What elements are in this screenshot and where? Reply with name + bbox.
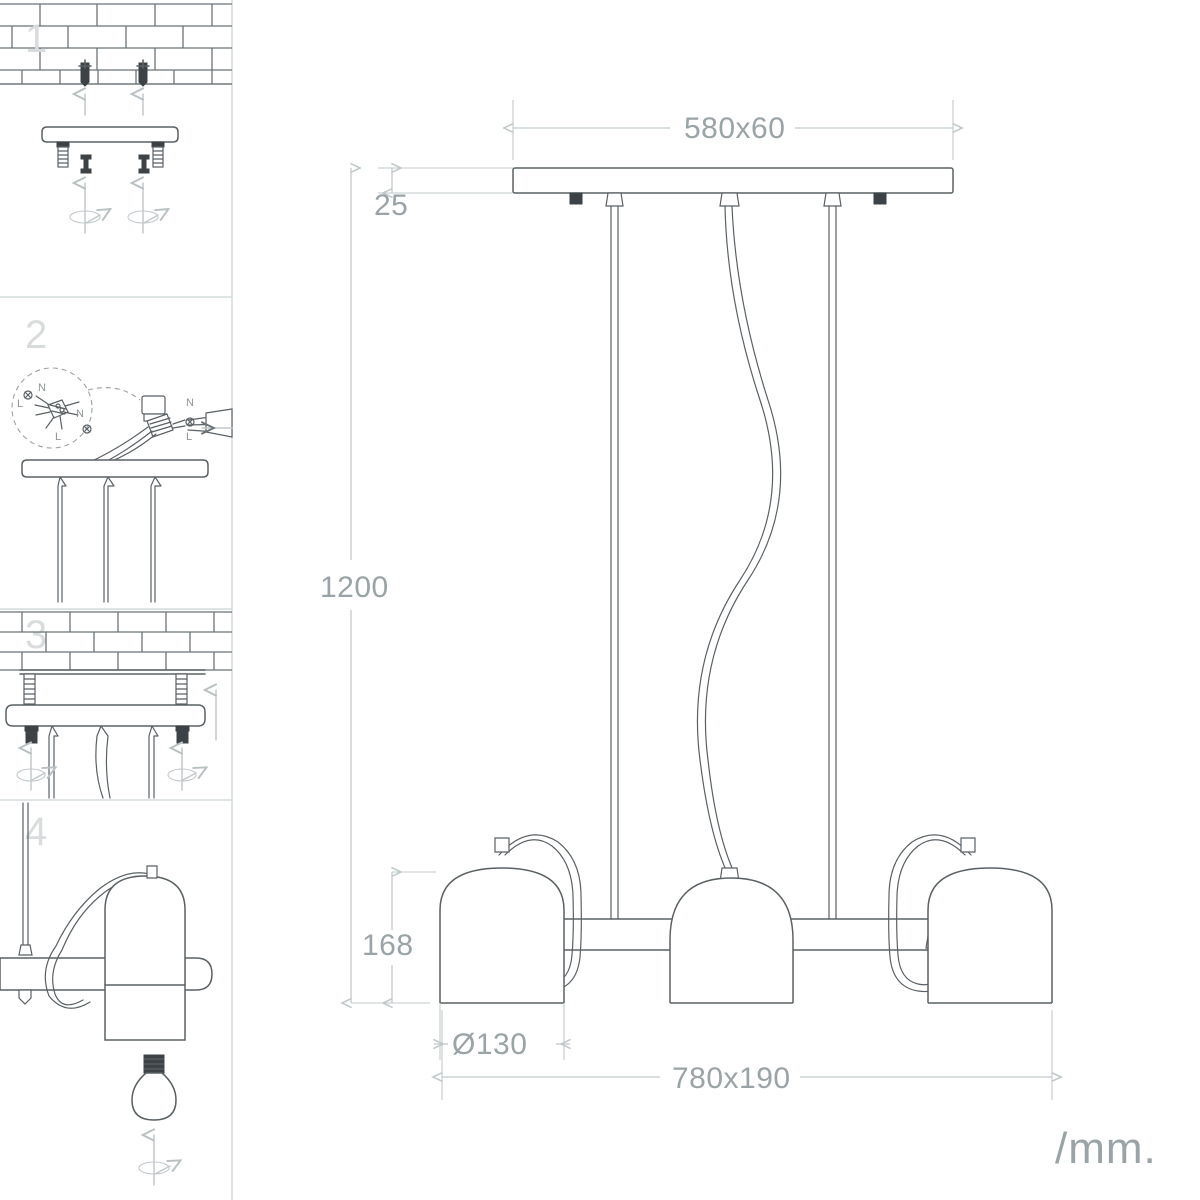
rotate-symbol-4 [138,1128,170,1186]
rotate-symbol-right [127,176,158,234]
loose-screw-right [138,154,150,174]
dim-canopy-width-label: 580x60 [684,112,785,145]
detail-leader [87,387,141,401]
suspension-group [605,192,842,921]
dim-drop-height: 1200 [320,168,430,1003]
rotate-symbol-left [69,176,100,234]
dim-shade-diameter-label: Ø130 [452,1028,527,1061]
dimension-annotations: 580x60 25 1200 168 [320,100,1157,1173]
step-4-panel: 4 [0,802,213,1186]
rod-left [610,205,619,921]
lamp-shade-4 [104,865,186,1041]
lamp-assembly-center [669,877,794,1004]
rotate-symbol-3-left [16,741,45,791]
canopy-plate-3 [5,704,206,727]
suspension-rods-2 [57,476,162,603]
suspension-rod-4 [22,802,29,946]
dim-shade-height: 168 [362,872,436,1003]
rod-cap-left [605,192,624,207]
cable-center-a [696,205,774,871]
dim-bar-size: 780x190 [442,1010,1052,1100]
screw-left [56,141,70,168]
detail-magnifier-circle [11,367,93,449]
cable-gland-left-top [494,837,510,853]
ground-symbol-supply [185,417,195,427]
shade-center-dome [669,877,794,1003]
canopy-screw-right [873,192,887,205]
mounting-bracket-1 [41,126,179,168]
canopy-plate-2 [21,459,209,478]
instruction-column: 1 2 N L N L [0,0,233,1200]
dim-bar-size-label: 780x190 [672,1062,791,1095]
main-elevation [439,167,1053,1004]
dim-drop-height-label: 1200 [320,571,389,604]
step-1-number: 1 [25,17,47,61]
rotate-symbol-3-right [167,741,196,791]
supply-neutral-label: N [186,397,194,409]
supply-cable [187,408,233,438]
detail-live-label: L [17,398,23,410]
rod-cap-right [823,192,842,207]
detail-live-label-2: L [55,431,61,443]
loose-screw-left [80,154,92,174]
terminal-block-detail [34,395,80,430]
screw-right [151,141,165,168]
cable-loop-4b [44,872,151,1009]
light-bulb [131,1054,177,1121]
dim-canopy-thickness-label: 25 [374,189,408,222]
cable-gland-4 [18,989,32,1005]
cable-cap-center [719,192,740,207]
cap-nut-left [24,725,39,744]
detail-neutral-label-2: N [76,408,84,420]
shade-right-dome [927,867,1053,1003]
dim-shade-diameter: Ø130 [434,1003,570,1061]
dim-canopy-thickness: 25 [374,168,513,222]
ground-symbol-detail-1 [23,390,33,400]
ground-symbol-detail-2 [82,424,92,434]
rod-cap-4 [18,944,33,956]
step-3-panel: 3 [0,611,232,799]
wall-plug-left [78,59,92,87]
wire-1 [87,426,149,464]
brick-wall-1 [0,3,232,85]
supply-live-label: L [186,431,192,443]
shade-left-dome [439,867,565,1003]
suspension-rods-3 [48,725,159,799]
canopy-screw-left [569,192,583,205]
rod-right [828,205,837,921]
cap-nut-right [175,725,190,744]
fixed-screw-left [23,673,36,705]
step-2-number: 2 [25,313,47,357]
step-3-number: 3 [25,613,47,657]
dim-shade-height-label: 168 [362,929,414,962]
step-4-number: 4 [25,810,47,854]
wall-plug-right [136,59,150,87]
units-label: /mm. [1055,1124,1157,1173]
step-1-panel: 1 [0,3,232,234]
mounting-bracket-3 [19,669,206,705]
wire-2 [104,430,153,463]
lamp-assembly-left [439,834,582,1004]
step-2-panel: 2 N L N L [11,313,233,603]
canopy-body [512,167,954,194]
cable-gland-right-top [960,837,976,853]
cable-center-b [704,205,782,871]
fixed-screw-right [175,673,188,705]
dim-canopy-width: 580x60 [513,100,953,160]
detail-neutral-label: N [38,382,46,394]
lamp-assembly-right [888,834,1053,1004]
connector-housing [141,395,186,438]
